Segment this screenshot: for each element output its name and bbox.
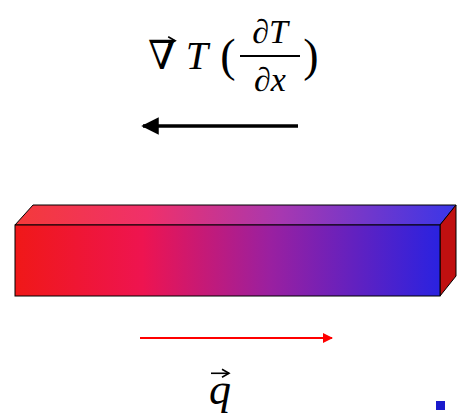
gradient-symbol: ∇ T	[148, 36, 208, 76]
paren: )	[303, 33, 318, 79]
heat-flux-symbol: q	[209, 368, 231, 412]
paren: (	[220, 33, 235, 79]
fraction-bar	[240, 55, 300, 57]
bar-right-face	[440, 205, 456, 296]
bar-front-face	[15, 225, 440, 296]
bullet-square	[436, 401, 445, 410]
fraction-denominator: ∂x	[254, 63, 286, 97]
gradient-arrow	[143, 124, 298, 128]
bar-top-face	[15, 205, 456, 225]
heat-flux-arrow	[140, 337, 332, 339]
fraction-numerator: ∂T	[252, 15, 288, 49]
